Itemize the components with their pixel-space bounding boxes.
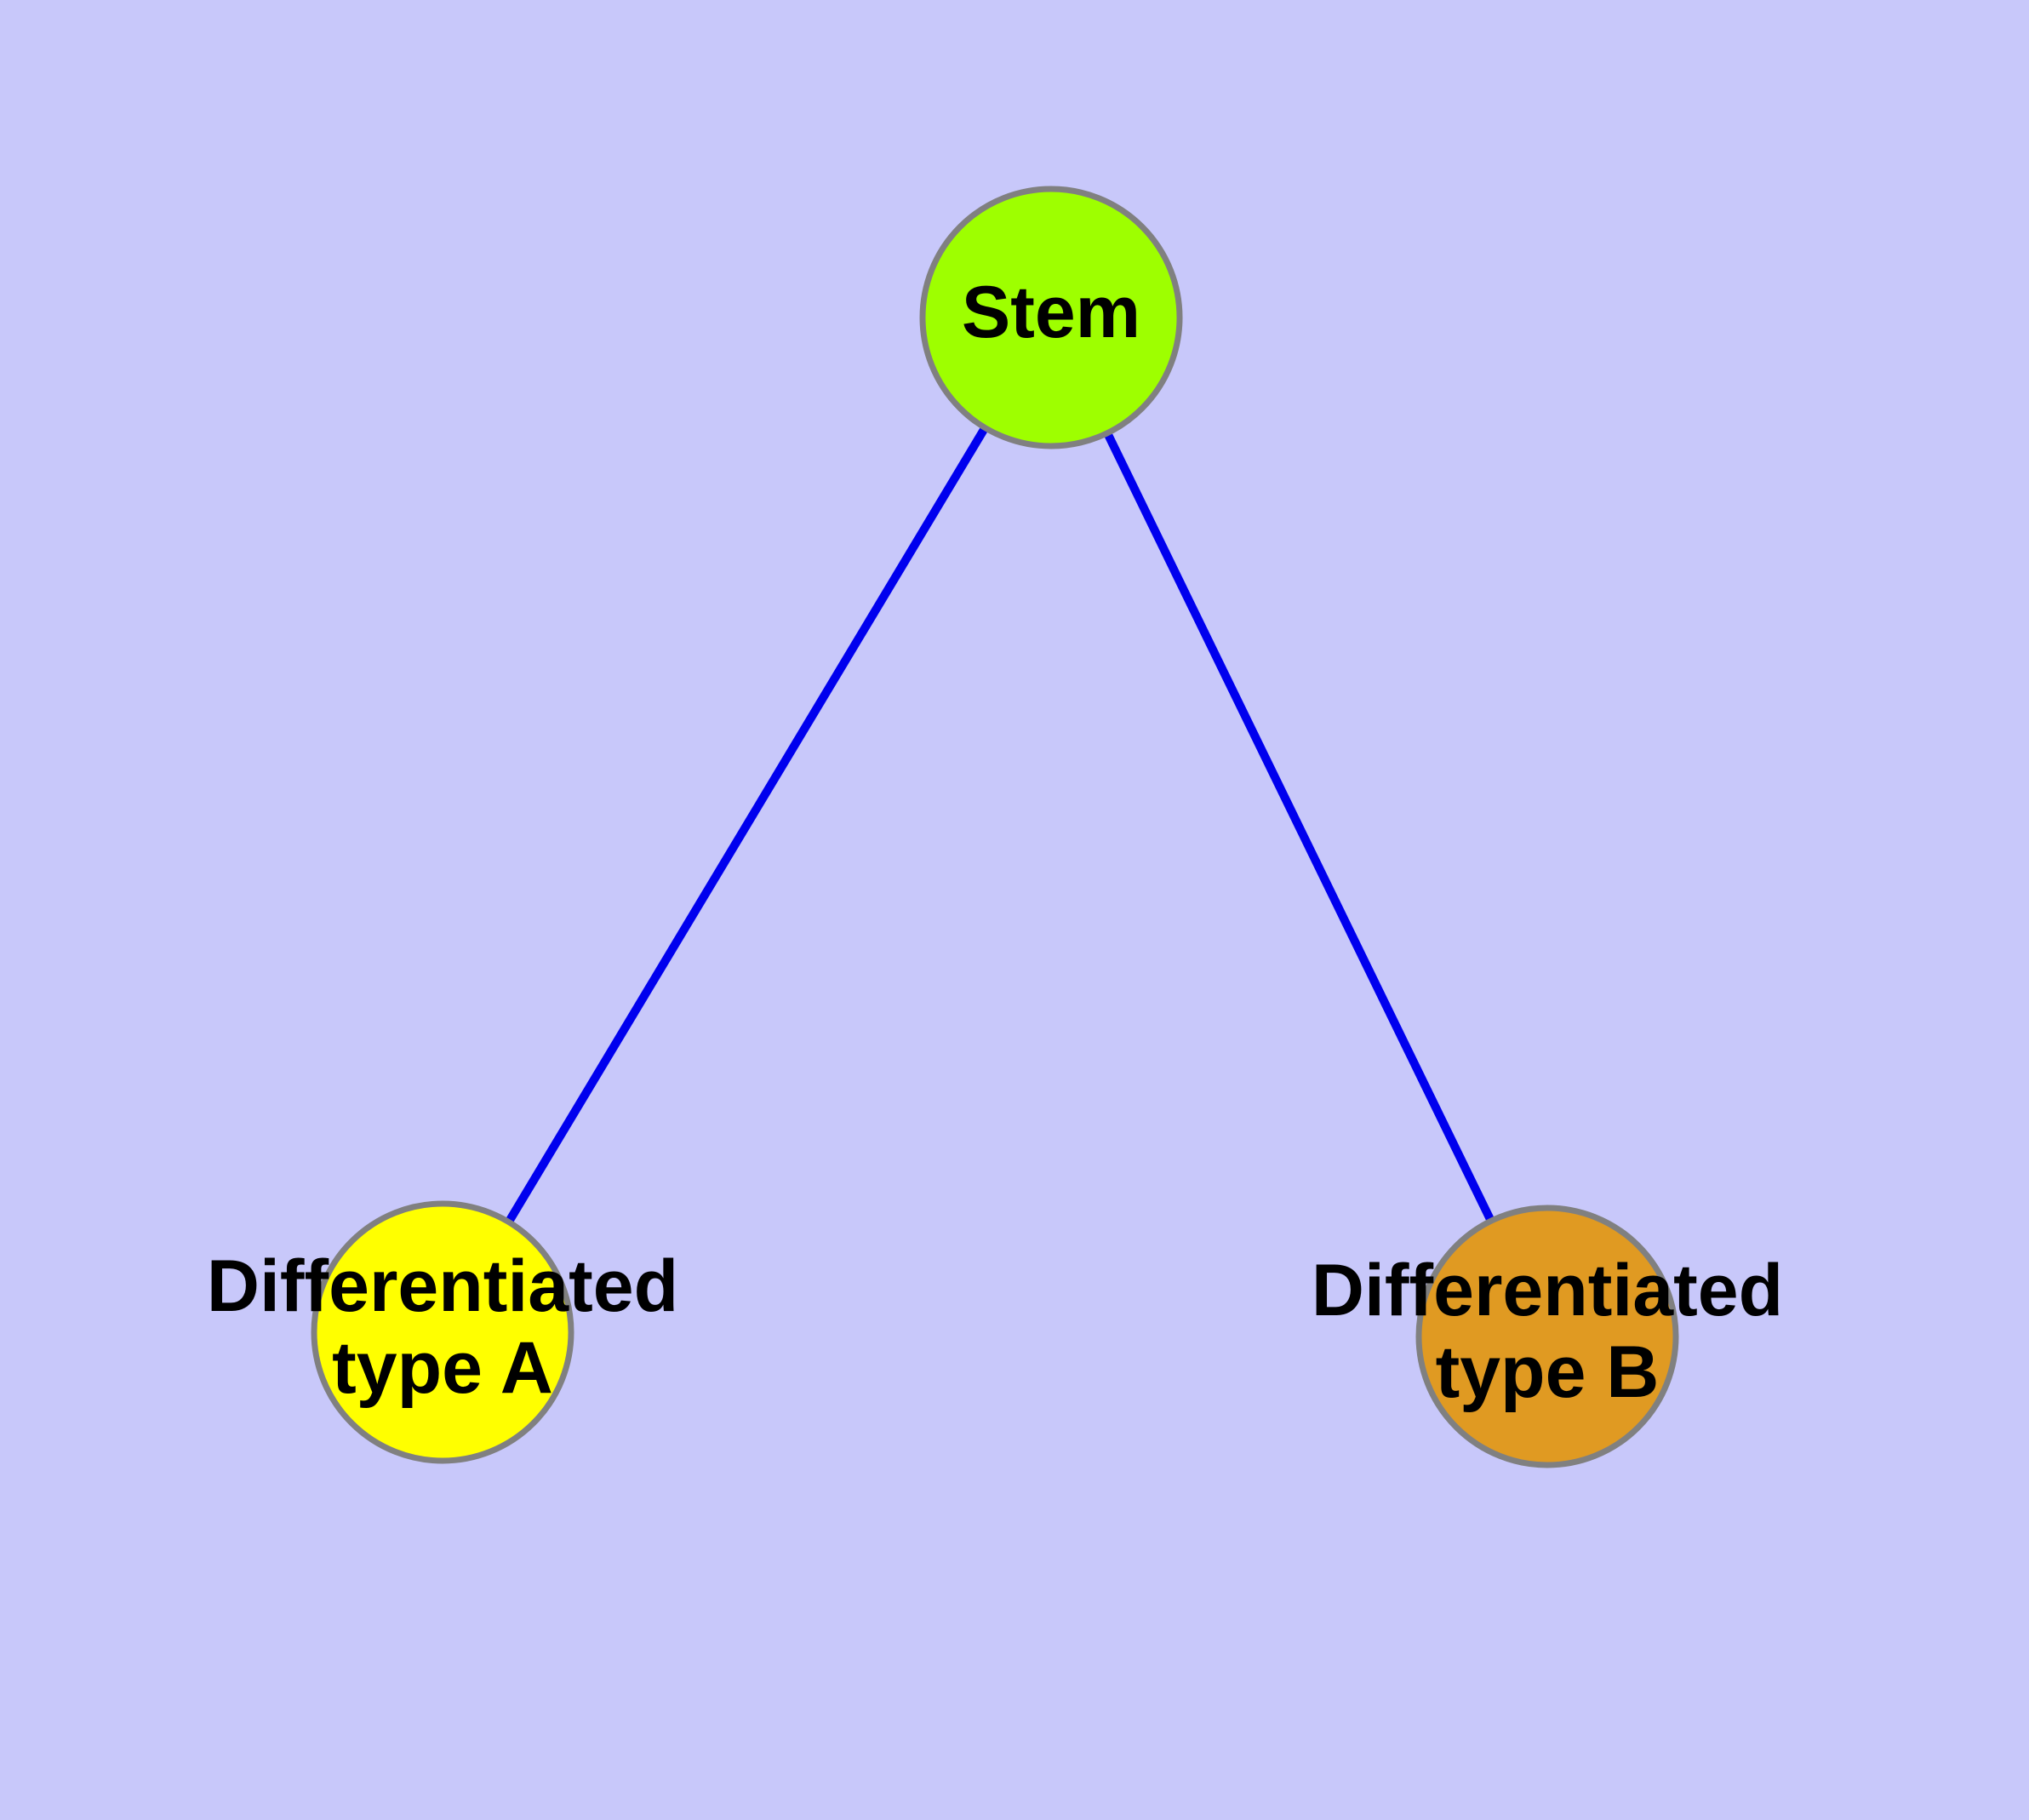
node-label-line: Differentiated	[1312, 1250, 1783, 1331]
nodes-layer	[311, 186, 1679, 1468]
node-label-line: Stem	[962, 272, 1140, 353]
node-label-stem: Stem	[962, 272, 1140, 353]
edge-stem-diff-b[interactable]	[1101, 427, 1497, 1227]
node-label-line: type A	[332, 1327, 553, 1409]
node-label-line: type B	[1436, 1331, 1660, 1413]
node-diff_b[interactable]	[1415, 1205, 1679, 1468]
edges-layer	[503, 422, 1497, 1228]
node-stem[interactable]	[919, 186, 1183, 449]
node-diff_a[interactable]	[311, 1200, 574, 1464]
node-label-line: Differentiated	[207, 1245, 678, 1327]
edge-stem-diff-a[interactable]	[503, 422, 991, 1228]
